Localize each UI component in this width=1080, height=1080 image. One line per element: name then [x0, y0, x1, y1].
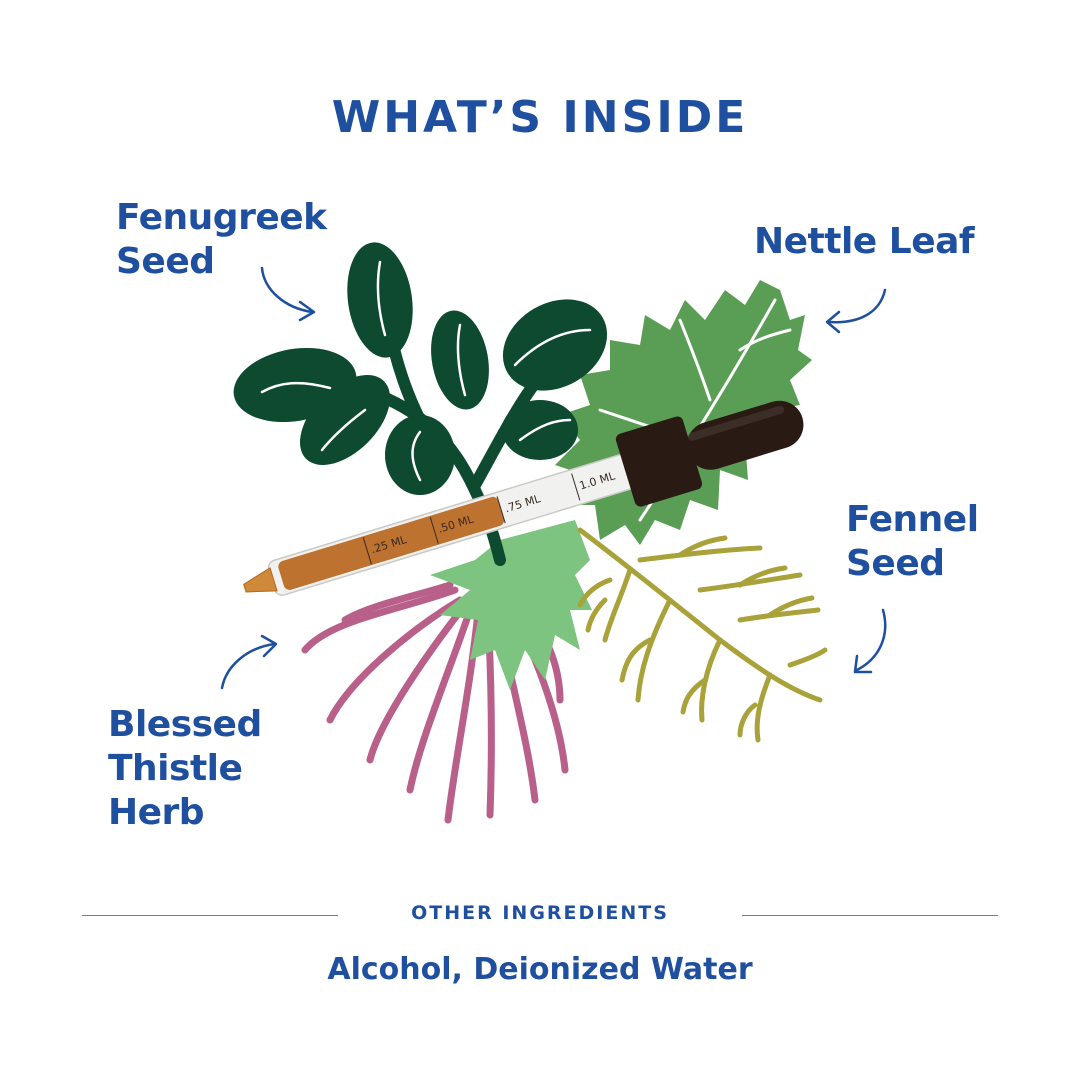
page-title: WHAT’S INSIDE [331, 92, 749, 143]
nettle-arrow-icon [825, 288, 887, 334]
ingredient-label-line: Herb [108, 792, 205, 833]
dropper-bulb [686, 400, 804, 470]
ingredient-label-line: Nettle Leaf [754, 221, 975, 262]
ingredient-label-blessed-thistle-herb: Blessed Thistle Herb [108, 703, 262, 835]
dropper: 1.0 ML .75 ML .50 ML .25 ML [243, 400, 804, 596]
thistle-arrow-icon [220, 634, 278, 690]
fenugreek-arrow-icon [260, 266, 316, 322]
divider-left [82, 915, 338, 916]
ingredient-label-nettle-leaf: Nettle Leaf [754, 220, 975, 264]
ingredient-label-line: Thistle [108, 748, 243, 789]
ingredient-label-line: Fenugreek [116, 197, 327, 238]
ingredient-label-line: Seed [116, 241, 215, 282]
fennel-arrow-icon [853, 608, 887, 674]
fenugreek-sprig [233, 242, 608, 566]
ingredient-label-line: Seed [846, 543, 945, 584]
ingredient-label-line: Blessed [108, 704, 262, 745]
dropper-tip [243, 567, 278, 593]
divider-right [742, 915, 998, 916]
ingredient-label-fenugreek-seed: Fenugreek Seed [116, 196, 327, 284]
ingredient-label-fennel-seed: Fennel Seed [846, 498, 979, 586]
ingredient-label-line: Fennel [846, 499, 979, 540]
other-ingredients-value: Alcohol, Deionized Water [327, 952, 753, 987]
other-ingredients-heading: OTHER INGREDIENTS [411, 902, 669, 924]
dropper-cap [615, 416, 703, 507]
fennel-seed-sprig [577, 527, 828, 743]
blessed-thistle-leaf [430, 520, 592, 690]
dropper-tincture [278, 496, 505, 590]
